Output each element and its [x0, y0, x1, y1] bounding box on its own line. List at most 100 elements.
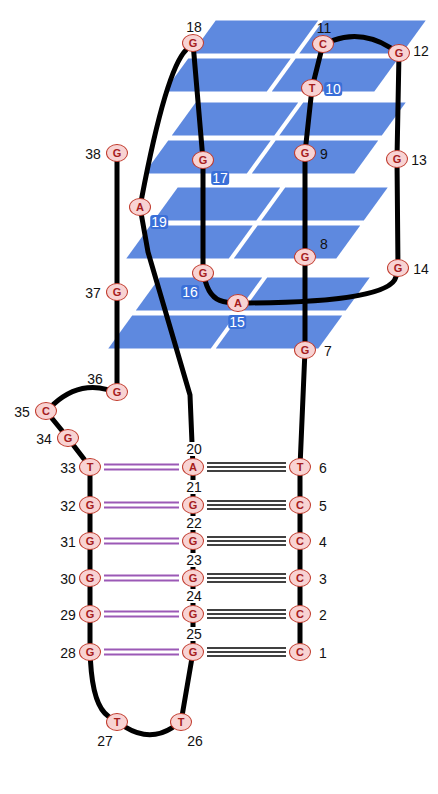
pair-line — [207, 540, 286, 542]
backbone-line — [249, 277, 396, 303]
quartet-plane — [252, 141, 378, 174]
backbone-strand — [142, 50, 186, 198]
quartet-plane — [144, 141, 270, 174]
base-letter: C — [296, 500, 304, 511]
nucleotide-circle: G24 — [182, 605, 204, 623]
backbone-line — [194, 52, 202, 151]
backbone-line — [88, 476, 93, 496]
position-number: 33 — [59, 461, 77, 475]
base-letter: T — [114, 717, 121, 728]
backbone-strand — [90, 476, 91, 496]
position-number: 32 — [59, 499, 77, 513]
backbone-line — [88, 623, 93, 643]
base-letter: G — [113, 387, 122, 398]
nucleotide-circle: C2 — [289, 605, 311, 623]
pair-line — [104, 575, 179, 577]
backbone-strand — [314, 53, 321, 79]
backbone-line — [397, 62, 399, 150]
backbone-strand — [300, 359, 304, 458]
pair-line — [207, 462, 286, 464]
pair-line — [207, 613, 286, 615]
nucleotide-circle: G18 — [182, 34, 204, 52]
base-letter: G — [301, 148, 310, 159]
position-number: 29 — [59, 608, 77, 622]
base-letter: G — [393, 154, 402, 165]
watson-crick-pair — [104, 503, 179, 508]
position-number: 27 — [96, 734, 114, 748]
base-letter: A — [189, 462, 197, 473]
nucleotide-circle: C4 — [289, 532, 311, 550]
backbone-line — [115, 301, 120, 383]
nucleotide-circle: G13 — [386, 150, 408, 168]
backbone-strand — [90, 550, 91, 569]
backbone-line — [142, 50, 186, 198]
backbone-line — [88, 587, 93, 605]
base-letter: G — [199, 268, 208, 279]
pair-line — [207, 466, 286, 468]
pair-line — [104, 616, 179, 618]
position-number: 4 — [318, 535, 328, 549]
position-number: 18 — [185, 20, 203, 34]
backbone-line — [395, 168, 401, 259]
base-letter: G — [189, 647, 198, 658]
watson-crick-pair — [104, 465, 179, 470]
backbone-strand — [142, 216, 193, 458]
backbone-line — [333, 37, 390, 48]
quartet-plane — [216, 316, 342, 349]
backbone-strand — [183, 661, 192, 713]
position-number: 31 — [59, 535, 77, 549]
quartet-plane — [261, 188, 387, 221]
position-number: 38 — [84, 147, 102, 161]
position-number: 13 — [410, 153, 428, 167]
nucleotide-circle: G38 — [106, 144, 128, 162]
backbone-line — [314, 53, 321, 79]
backbone-line — [306, 97, 311, 144]
base-letter: G — [189, 500, 198, 511]
nucleotide-circle: A19 — [129, 198, 151, 216]
backbone-strand — [300, 476, 301, 496]
pair-line — [207, 617, 286, 619]
base-letter: G — [113, 287, 122, 298]
backbone-strand — [306, 97, 311, 144]
backbone-line — [52, 418, 62, 430]
base-letter: C — [319, 39, 327, 50]
position-number: 36 — [86, 372, 104, 386]
nucleotide-circle: G37 — [106, 283, 128, 301]
pair-line — [104, 464, 179, 466]
backbone-strand — [300, 623, 301, 643]
base-letter: G — [199, 155, 208, 166]
backbone-line — [126, 727, 173, 734]
pair-line — [207, 573, 286, 575]
nucleotide-circle: T33 — [79, 458, 101, 476]
watson-crick-pair — [104, 576, 179, 581]
backbone-line — [115, 162, 120, 283]
quartet-plane — [172, 103, 298, 136]
nucleotide-circle: C5 — [289, 496, 311, 514]
pair-line — [207, 651, 286, 653]
pair-line — [104, 611, 179, 613]
quartet-plane — [279, 103, 405, 136]
nucleotide-circle: G32 — [79, 496, 101, 514]
backbone-line — [206, 282, 228, 302]
backbone-strand — [53, 388, 106, 405]
position-number: 16 — [181, 285, 199, 299]
pair-line — [104, 543, 179, 545]
pair-line — [104, 649, 179, 651]
backbone-strand — [74, 446, 84, 460]
nucleotide-circle: G25 — [182, 643, 204, 661]
base-letter: G — [86, 647, 95, 658]
nucleotide-circle: T10 — [301, 79, 323, 97]
base-letter: T — [297, 462, 304, 473]
backbone-line — [303, 162, 308, 248]
backbone-strand — [300, 550, 301, 569]
watson-crick-pair — [104, 539, 179, 544]
position-number: 25 — [185, 627, 203, 641]
base-letter: A — [234, 298, 242, 309]
base-letter: G — [189, 38, 198, 49]
pair-line — [207, 655, 286, 657]
backbone-strand — [117, 162, 118, 283]
hoogsteen-pair — [207, 574, 286, 582]
backbone-strand — [300, 587, 301, 605]
hoogsteen-pair — [207, 463, 286, 471]
